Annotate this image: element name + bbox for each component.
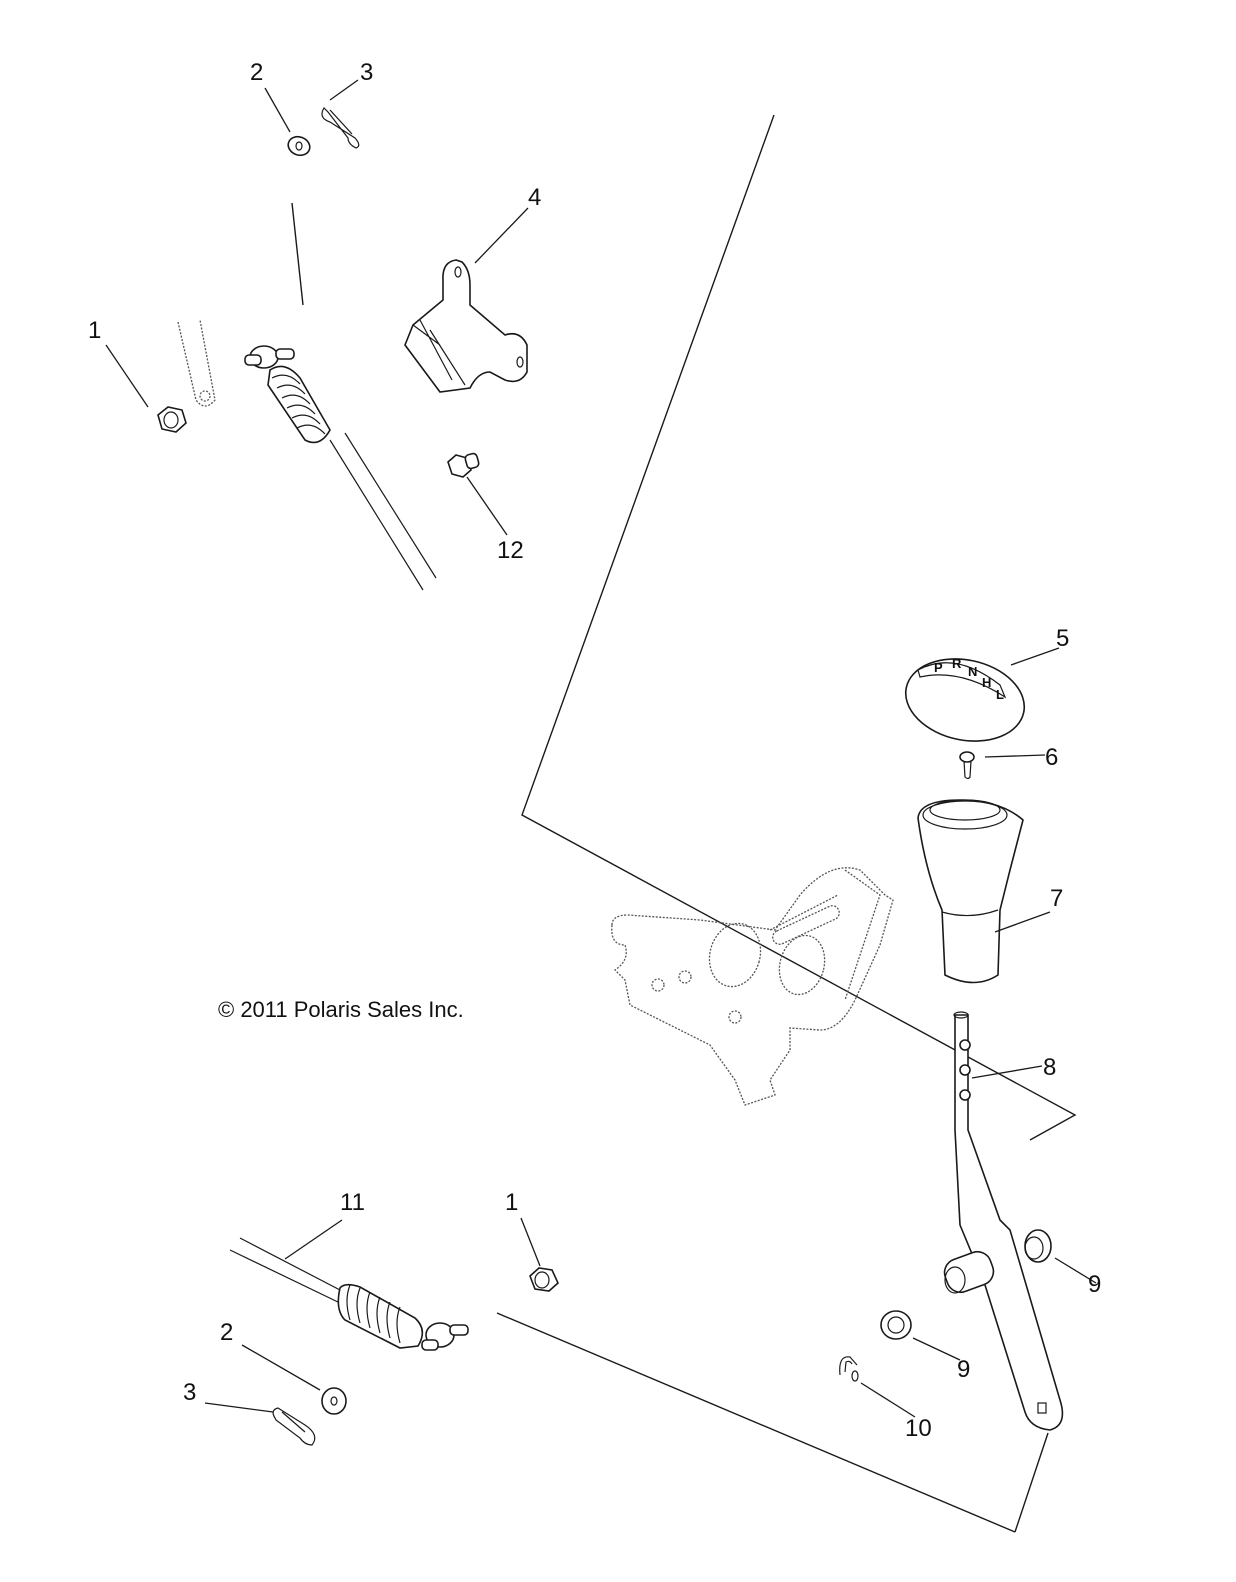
part-9-bushing-lower [880, 1310, 912, 1340]
leader-2-bottom [241, 1344, 321, 1391]
leader-12 [466, 476, 508, 536]
part-4-bracket [404, 259, 528, 393]
callout-7: 7 [1050, 885, 1063, 912]
ghost-mount-bracket [611, 867, 894, 1106]
callout-3-bottom: 3 [183, 1379, 196, 1406]
leader-7 [994, 911, 1051, 933]
callout-4: 4 [528, 184, 541, 211]
assembly-line-bottom [496, 1312, 1016, 1533]
leader-8 [971, 1065, 1043, 1079]
knob-letter-n: N [968, 664, 977, 679]
callout-3-top: 3 [360, 59, 373, 86]
leader-1-top [105, 344, 149, 408]
cable-end-top [244, 345, 437, 591]
knob-letter-r: R [952, 656, 962, 671]
callout-11: 11 [340, 1189, 365, 1216]
part-2-washer-bottom [321, 1387, 347, 1415]
callout-9-lower: 9 [957, 1356, 970, 1383]
part-2-washer-top [287, 135, 311, 157]
knob-letter-p: P [934, 660, 943, 675]
leader-2-top [264, 87, 291, 133]
part-11-cable [229, 1237, 469, 1351]
part-3-clip-top [321, 107, 360, 149]
part-12-bolt [447, 452, 480, 478]
part-3-clip-bottom [272, 1407, 316, 1446]
assembly-line-top-pin [291, 202, 304, 306]
callout-6: 6 [1045, 744, 1058, 771]
callout-1-bottom: 1 [505, 1189, 518, 1216]
leader-3-top [329, 79, 359, 101]
callout-12: 12 [497, 537, 524, 564]
copyright-notice: © 2011 Polaris Sales Inc. [218, 997, 464, 1022]
part-7-knob-sleeve [917, 799, 1024, 984]
assembly-line-main [521, 114, 1077, 1141]
leader-6 [984, 754, 1046, 758]
part-1-nut-top [157, 406, 187, 433]
leader-5 [1010, 647, 1060, 666]
knob-letter-l: L [996, 687, 1004, 702]
callout-2-bottom: 2 [220, 1319, 233, 1346]
leader-3-bottom [204, 1402, 274, 1413]
part-10-e-clip [839, 1356, 859, 1382]
leader-9-right [1054, 1257, 1097, 1284]
callout-2-top: 2 [250, 59, 263, 86]
part-9-bushing-right [1024, 1229, 1052, 1263]
leader-11 [284, 1219, 343, 1260]
callout-10: 10 [905, 1415, 932, 1442]
callout-8: 8 [1043, 1054, 1056, 1081]
ghost-lever-arm [177, 319, 216, 407]
leader-9-lower [912, 1337, 961, 1361]
leader-10 [860, 1382, 916, 1418]
callout-1-top: 1 [88, 317, 101, 344]
part-5-knob-cap [904, 658, 1026, 742]
assembly-line-bottom-2 [1014, 1432, 1049, 1533]
leader-1-bottom [520, 1217, 541, 1267]
part-1-nut-bottom [529, 1267, 559, 1292]
knob-letter-h: H [982, 675, 991, 690]
callout-9-right: 9 [1088, 1271, 1101, 1298]
part-6-screw [959, 751, 975, 780]
leader-4 [474, 207, 529, 264]
callout-5: 5 [1056, 625, 1069, 652]
part-8-shift-lever [943, 1011, 1064, 1431]
